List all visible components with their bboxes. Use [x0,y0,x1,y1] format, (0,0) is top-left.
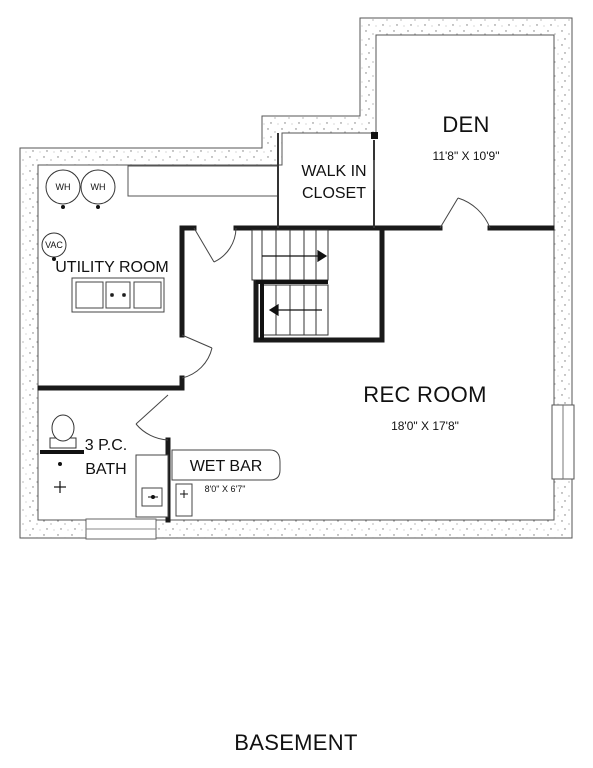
water-heater-label: WH [56,182,71,192]
bath-fixture-dot [58,462,62,466]
plan-title: BASEMENT [234,730,357,755]
closet-label-line2: CLOSET [302,185,366,202]
stair-arrows [262,249,328,317]
wet-bar-counter [171,449,281,481]
closet-post [371,132,378,139]
utility-room-label: UTILITY ROOM [55,259,169,276]
water-heater-1: WH [45,169,81,209]
closet-walls [277,133,375,228]
laundry-sink [71,277,165,313]
vacuum-label: VAC [45,240,63,250]
closet-label-line1: WALK IN [301,163,366,180]
bath-label-line1: 3 P.C. [85,437,127,454]
wet-bar-dimensions: 8'0" X 6'7" [205,484,246,494]
utility-counter [127,165,279,197]
wet-bar-label: WET BAR [190,458,263,475]
interior-walls [37,225,555,523]
bath-label-line2: BATH [85,461,126,478]
wet-bar-cabinet [135,454,169,518]
water-heater-2: WH [80,169,116,209]
exterior-wall [19,17,573,539]
toilet [49,414,77,449]
den-dimensions: 11'8" X 10'9" [433,149,500,163]
rec-room-label: REC ROOM [363,382,486,407]
rec-room-dimensions: 18'0" X 17'8" [391,419,459,433]
doors [135,197,491,441]
wet-bar-fridge [175,483,193,517]
water-heater-label: WH [91,182,106,192]
wet-bar-faucet [148,490,188,499]
shower-drain [54,481,66,493]
staircase [251,229,329,340]
den-label: DEN [442,112,489,137]
central-vacuum: VAC [41,232,67,261]
